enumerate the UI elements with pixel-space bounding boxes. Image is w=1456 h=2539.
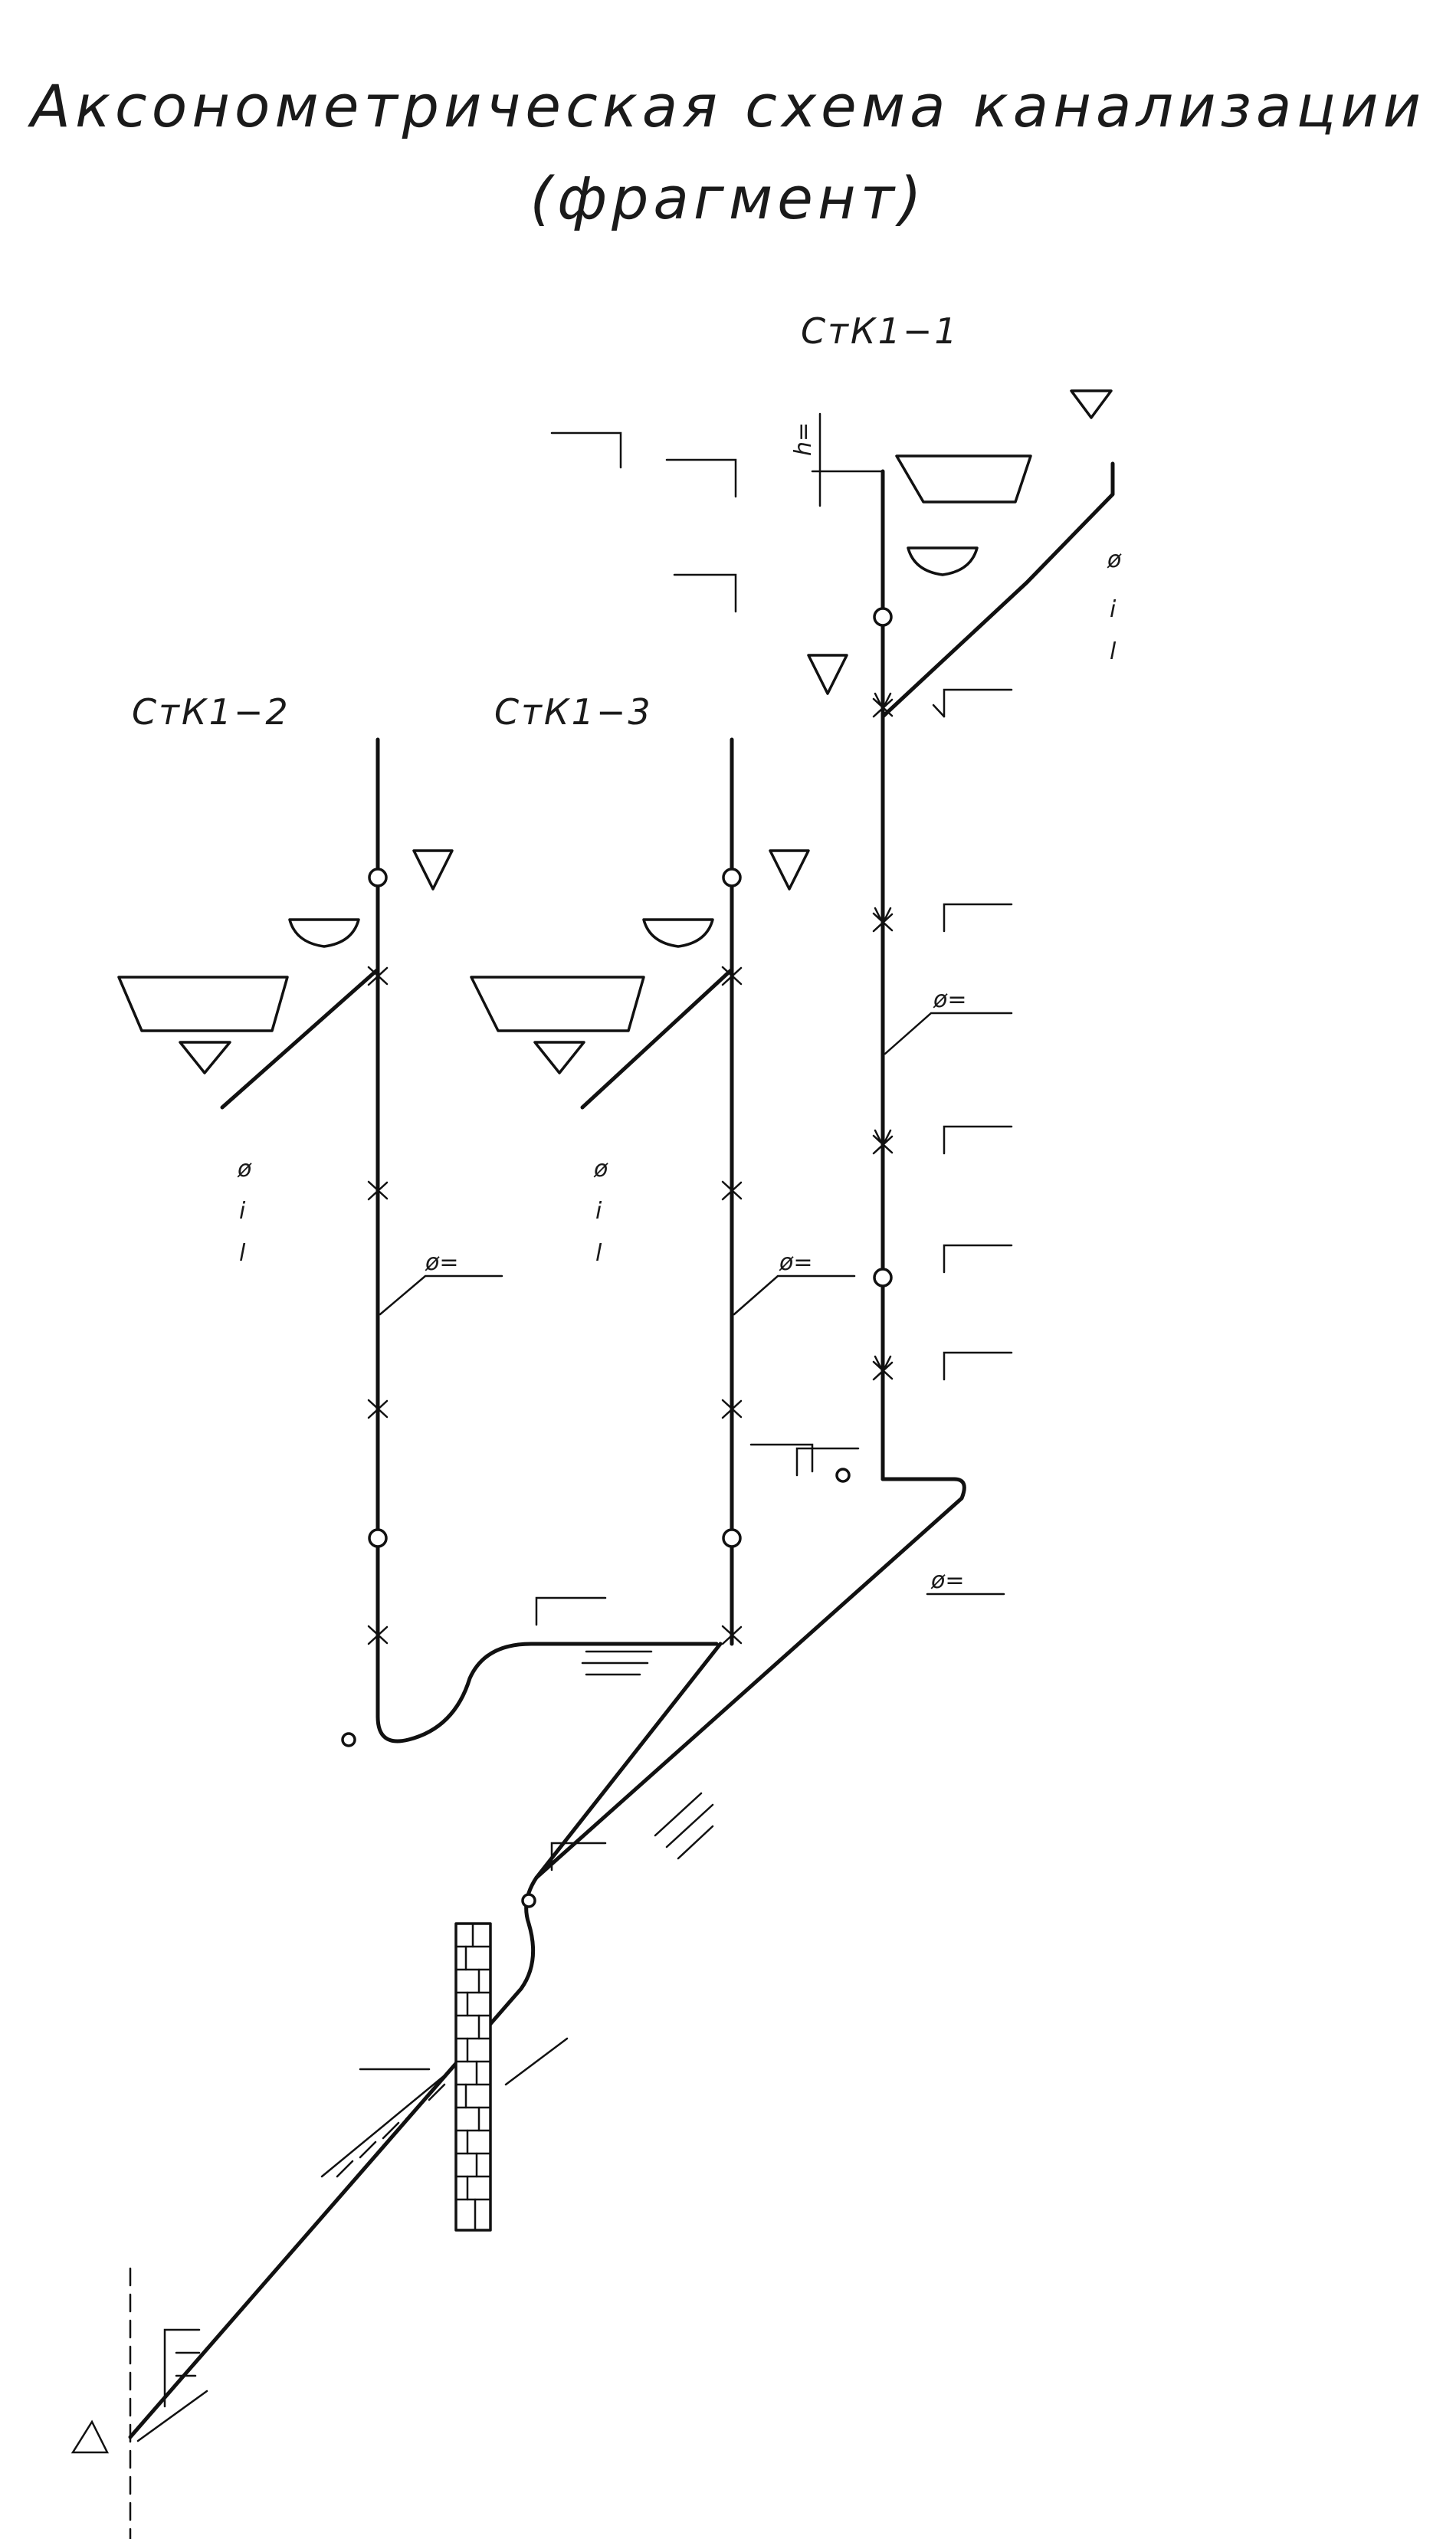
diameter-label-stk1-2: ø= [425, 1249, 459, 1276]
riser-stk1-3: ø= ø i l [470, 737, 856, 1646]
branch-slope-stk1-2: i [239, 1198, 246, 1225]
diameter-leader-stk1-1 [884, 1012, 1013, 1055]
outlet-end-marks [71, 2267, 208, 2539]
branch-stk1-1 [880, 461, 1115, 719]
level-mark-foot-stk1-1 [795, 1447, 860, 1477]
outlet-through-wall [71, 1875, 569, 2539]
bathtub-fixture-stk1-1 [895, 454, 1032, 504]
diagram-title-line1: Аксонометрическая схема канализации [27, 72, 1425, 140]
washbasin-fixture-stk1-3 [642, 918, 714, 948]
branch-length-stk1-1: l [1110, 638, 1117, 665]
collector-main: ø= [534, 1447, 1005, 1880]
cleanout-stk1-3-upper [722, 868, 742, 887]
branch-phi-stk1-1: ø [1107, 546, 1122, 573]
diameter-label-stk1-3: ø= [779, 1249, 813, 1276]
brick-wall-pattern [454, 1922, 492, 2232]
cleanout-stk1-1-upper [873, 607, 893, 627]
outlet-pipe [128, 1875, 539, 2439]
ground-hatch [320, 2037, 569, 2178]
riser-stk1-1: h= ø= ø i l [790, 389, 1122, 1481]
funnel-fixture-stk1-2 [412, 849, 454, 891]
toilet-fixture-stk1-1-top [1070, 389, 1113, 419]
cleanout-stk1-3-lower [722, 1528, 742, 1548]
flow-arrow-diagonal [654, 1792, 714, 1860]
diameter-leader-stk1-2 [379, 1274, 503, 1316]
bathtub-fixture-stk1-3 [470, 976, 645, 1032]
level-marks-top [550, 431, 737, 613]
diameter-leader-stk1-3 [733, 1274, 856, 1316]
branch-slope-stk1-3: i [595, 1198, 602, 1225]
level-mark-stk1-3 [749, 1443, 814, 1473]
collector-upper-segment [534, 1477, 966, 1880]
level-mark-outlet-stk1-2 [535, 1596, 607, 1626]
branch-phi-stk1-2: ø [237, 1156, 252, 1183]
branch-length-stk1-2: l [239, 1240, 246, 1267]
cleanout-stk1-2-lower [368, 1528, 388, 1548]
collector-diameter-label: ø= [930, 1567, 965, 1594]
riser-label-stk1-2: СтК1−2 [132, 691, 290, 733]
toilet-fixture-stk1-3 [533, 1041, 585, 1074]
cleanout-stk1-2-upper [368, 868, 388, 887]
branch-stk1-2 [220, 967, 380, 1110]
cleanout-plug-stk1-1 [835, 1468, 851, 1483]
cleanout-plug-outlet [521, 1893, 536, 1908]
riser-label-stk1-1: СтК1−1 [801, 310, 959, 352]
cleanout-plug-stk1-2 [341, 1732, 356, 1747]
riser-label-stk1-3: СтК1−3 [494, 691, 653, 733]
toilet-fixture-stk1-2 [179, 1041, 231, 1074]
washbasin-fixture-stk1-2 [288, 918, 360, 948]
funnel-fixture-stk1-3 [769, 849, 810, 891]
washbasin-fixture-stk1-1 [907, 546, 979, 576]
cleanout-stk1-1-lower [873, 1268, 893, 1288]
riser-stk1-2: ø= ø i l [117, 737, 719, 1747]
branch-slope-stk1-1: i [1110, 596, 1117, 623]
branch-stk1-3 [580, 967, 734, 1110]
brick-wall [454, 1922, 492, 2232]
diameter-label-stk1-1: ø= [933, 986, 967, 1013]
diagram-title-line2: (фрагмент) [530, 164, 926, 232]
funnel-fixture-stk1-1 [807, 654, 848, 695]
bathtub-fixture-stk1-2 [117, 976, 289, 1032]
height-label: h= [790, 422, 817, 456]
branch-length-stk1-3: l [595, 1240, 602, 1267]
level-mark-collector [550, 1842, 607, 1871]
branch-phi-stk1-3: ø [593, 1156, 608, 1183]
outlet-stk1-2 [375, 1642, 719, 1744]
flow-arrow-horizontal [581, 1650, 653, 1676]
